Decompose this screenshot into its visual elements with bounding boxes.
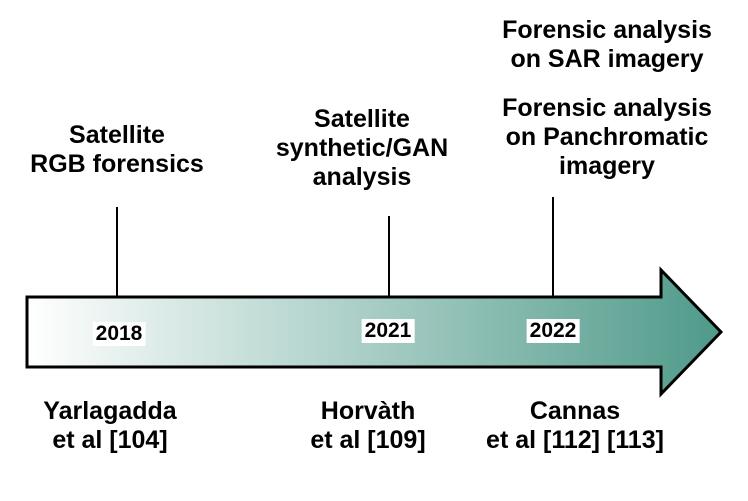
year-label-2022: 2022	[526, 319, 580, 343]
topic-line: on Panchromatic	[505, 123, 709, 151]
topic-line: Satellite	[69, 121, 165, 149]
author-line: et al [104]	[52, 426, 168, 454]
authors-label-2022: Cannas et al [112] [113]	[486, 397, 664, 455]
topic-label-2018: Satellite RGB forensics	[30, 121, 204, 179]
authors-label-2018: Yarlagadda et al [104]	[43, 397, 176, 455]
year-label-2018: 2018	[92, 322, 146, 346]
topic-line: Forensic analysis	[502, 94, 712, 122]
topic-line: synthetic/GAN	[275, 134, 449, 162]
topic-line: analysis	[312, 163, 412, 191]
year-label-2021: 2021	[361, 319, 415, 343]
topic-label-2021: Satellite synthetic/GAN analysis	[276, 105, 448, 192]
topic-line: Satellite	[314, 105, 410, 133]
author-line: et al [109]	[310, 426, 426, 454]
topic-label-2022-panchromatic: Forensic analysis on Panchromatic imager…	[502, 94, 712, 181]
author-line: Yarlagadda	[43, 397, 177, 425]
topic-label-2022-sar: Forensic analysis on SAR imagery	[502, 16, 712, 74]
author-line: et al [112] [113]	[486, 426, 664, 454]
authors-label-2021: Horvàth et al [109]	[310, 397, 425, 455]
topic-line: RGB forensics	[30, 150, 204, 178]
author-line: Horvàth	[320, 397, 416, 425]
topic-line: on SAR imagery	[510, 45, 704, 73]
topic-line: Forensic analysis	[502, 16, 712, 44]
topic-line: imagery	[559, 152, 655, 180]
author-line: Cannas	[529, 397, 621, 425]
